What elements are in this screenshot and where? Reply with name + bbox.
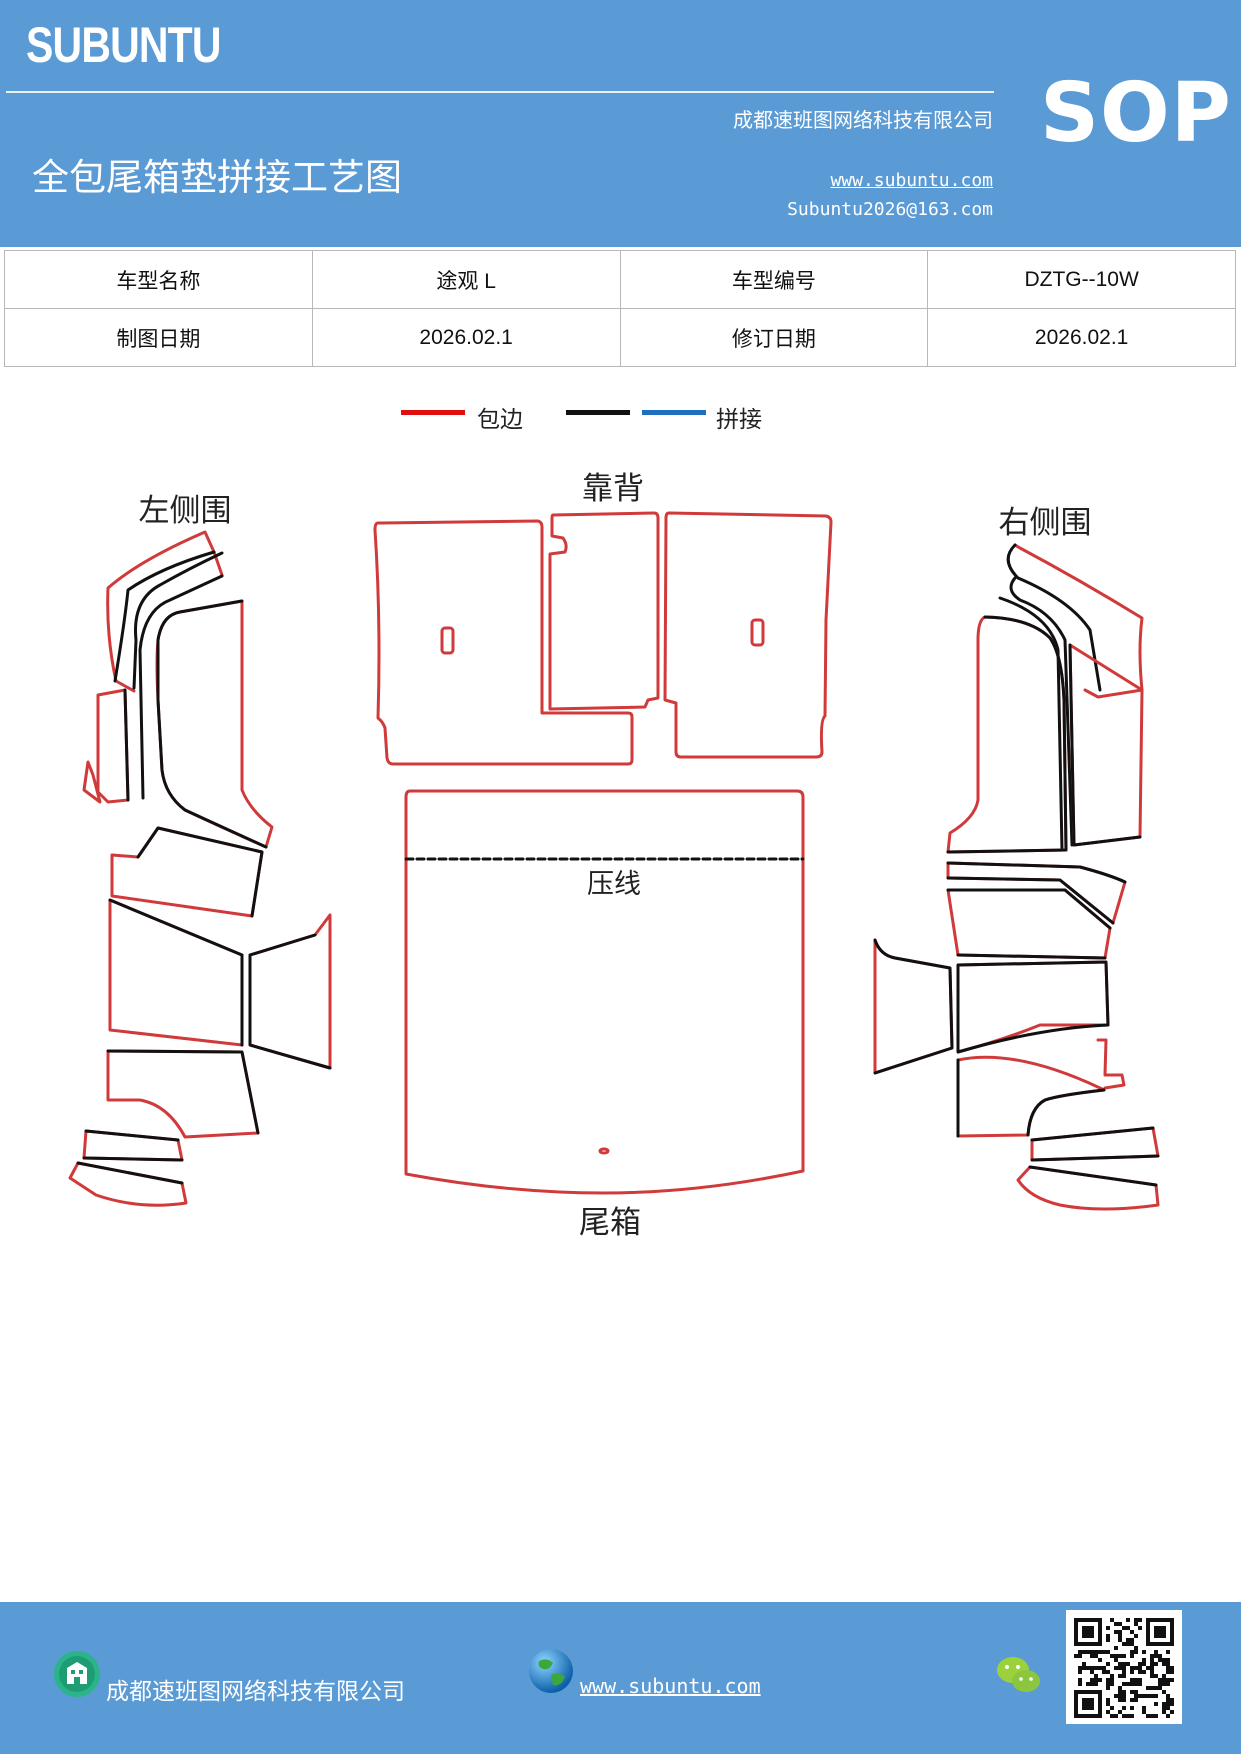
right-side-seam-1 xyxy=(1006,543,1102,692)
header-website-link[interactable]: www.subuntu.com xyxy=(830,170,993,191)
model-code-value: DZTG--10W xyxy=(927,250,1236,309)
backrest-middle-panel xyxy=(548,511,660,711)
right-side-bottom-strip-2-seam xyxy=(1028,1165,1158,1187)
legend-seam-swatch xyxy=(566,410,630,415)
footer-website-link[interactable]: www.subuntu.com xyxy=(580,1674,761,1698)
left-side-panel-a-seam xyxy=(108,898,244,1047)
left-side-bottom-strip-2-seam xyxy=(76,1161,184,1185)
left-side-label: 左侧围 xyxy=(139,493,232,529)
backrest-right-panel xyxy=(663,511,833,759)
right-side-panel-b-seam xyxy=(873,938,954,1075)
left-side-small-strip xyxy=(96,688,130,804)
footer-banner: 成都速班图网络科技有限公司 www.subuntu.com xyxy=(0,1602,1241,1754)
trunk-mat-diagram: 左侧围 靠背 右侧围 压线 尾箱 xyxy=(68,471,1160,1241)
left-side-inner-panel xyxy=(155,599,274,849)
right-side-panel-d-seam xyxy=(956,1058,1106,1138)
revision-date-label: 修订日期 xyxy=(619,308,929,367)
model-name-label: 车型名称 xyxy=(4,250,313,309)
trunk-drain-hole xyxy=(598,1147,610,1155)
header-divider xyxy=(6,91,994,93)
left-side-panel-c xyxy=(106,1049,260,1139)
header-banner: SUBUNTU SOP 成都速班图网络科技有限公司 全包尾箱垫拼接工艺图 www… xyxy=(0,0,1241,247)
left-side-panel-b xyxy=(248,913,332,1070)
right-side-tab xyxy=(1096,1038,1126,1090)
crease-label: 压线 xyxy=(587,869,641,900)
right-side-bottom-strip-2 xyxy=(1016,1165,1160,1211)
doc-type-badge: SOP xyxy=(1040,66,1232,161)
legend-splice-swatch xyxy=(642,410,706,415)
legend-edge-label: 包边 xyxy=(477,407,523,433)
right-side-seam-2 xyxy=(1009,576,1074,847)
table-row: 车型名称 途观 L 车型编号 DZTG--10W xyxy=(4,250,1236,309)
left-side-panel-a xyxy=(108,898,244,1047)
left-side-top-edge xyxy=(106,530,224,693)
trunk-label: 尾箱 xyxy=(579,1205,641,1241)
trunk-floor-panel xyxy=(404,789,805,1195)
right-side-panel-c xyxy=(956,960,1110,1054)
left-side-bottom-strip-1-seam xyxy=(82,1129,184,1162)
right-side-top-edge xyxy=(1013,543,1144,699)
legend-splice-label: 拼接 xyxy=(716,407,762,433)
draw-date-value: 2026.02.1 xyxy=(311,308,621,367)
right-side-bar-1-seam xyxy=(946,861,1127,925)
wechat-icon xyxy=(997,1657,1040,1692)
header-email: Subuntu2026@163.com xyxy=(787,199,993,220)
info-table: 车型名称 途观 L 车型编号 DZTG--10W 制图日期 2026.02.1 … xyxy=(4,250,1236,367)
legend-edge-swatch xyxy=(401,410,465,415)
left-side-bar xyxy=(110,826,264,918)
left-side-inner-panel-seam xyxy=(156,599,268,849)
left-side-tip xyxy=(82,760,102,804)
right-side-panel-c-seam xyxy=(956,960,1110,1054)
model-code-label: 车型编号 xyxy=(619,250,929,309)
backrest-left-slot xyxy=(440,626,455,655)
qr-code xyxy=(1066,1610,1182,1724)
right-side-outer-panel-seam xyxy=(946,615,1068,854)
page-title: 全包尾箱垫拼接工艺图 xyxy=(32,156,402,199)
backrest-label: 靠背 xyxy=(582,471,644,507)
left-side-panel-b-seam xyxy=(248,933,332,1070)
left-side-bottom-strip-2 xyxy=(68,1161,188,1207)
right-side-rear-panel-seam xyxy=(1068,643,1142,847)
legend: 包边 拼接 xyxy=(400,400,800,440)
building-icon xyxy=(54,1651,100,1697)
right-side-label: 右侧围 xyxy=(999,505,1092,541)
header-company: 成都速班图网络科技有限公司 xyxy=(733,108,993,132)
left-side-seam-3 xyxy=(138,574,224,800)
left-side-panel-c-seam xyxy=(106,1049,260,1135)
right-side-bottom-strip-1-seam xyxy=(1030,1126,1160,1162)
brand-logo: SUBUNTU xyxy=(26,17,222,73)
left-side-seam-2 xyxy=(132,551,224,690)
left-side-small-strip-seam xyxy=(123,688,130,802)
footer-company: 成都速班图网络科技有限公司 xyxy=(106,1679,405,1705)
globe-icon xyxy=(529,1649,573,1693)
model-name-value: 途观 L xyxy=(311,250,621,309)
left-side-bar-seam xyxy=(136,826,264,918)
right-side-outer-panel xyxy=(946,615,1068,854)
right-side-panel-a-seam xyxy=(946,888,1112,960)
backrest-left-panel xyxy=(373,519,634,766)
revision-date-value: 2026.02.1 xyxy=(927,308,1236,367)
right-side-seam-3 xyxy=(998,596,1064,852)
draw-date-label: 制图日期 xyxy=(4,308,313,367)
backrest-right-slot xyxy=(750,618,765,647)
table-row: 制图日期 2026.02.1 修订日期 2026.02.1 xyxy=(4,308,1236,367)
right-side-rear-panel xyxy=(1068,643,1144,847)
left-side-seam-1 xyxy=(113,550,216,683)
